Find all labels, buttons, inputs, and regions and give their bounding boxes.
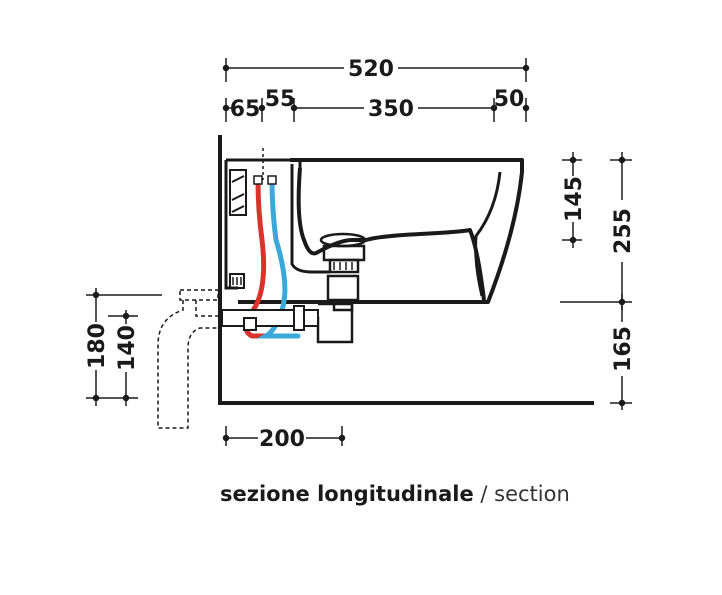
caption-english: section <box>494 482 570 506</box>
dim-140: 140 <box>115 325 140 371</box>
cold-water-pipe <box>256 177 301 339</box>
dim-180: 180 <box>85 323 110 369</box>
waste-pipe <box>221 305 319 331</box>
dimension-lines <box>86 58 632 446</box>
section-caption: sezione longitudinale / section <box>220 482 570 506</box>
dim-200: 200 <box>259 427 305 452</box>
dim-520: 520 <box>348 57 394 82</box>
dashed-waste-pipe <box>157 289 219 429</box>
dim-145: 145 <box>562 176 587 222</box>
wall-and-floor <box>218 135 594 405</box>
dim-50: 50 <box>494 87 525 112</box>
dim-165: 165 <box>611 326 636 372</box>
dim-65: 65 <box>230 97 261 122</box>
dim-350: 350 <box>368 97 414 122</box>
dim-55: 55 <box>265 87 296 112</box>
caption-separator: / <box>473 482 495 506</box>
bidet-bowl <box>238 158 524 304</box>
dim-255: 255 <box>611 208 636 254</box>
caption-italian: sezione longitudinale <box>220 482 474 506</box>
